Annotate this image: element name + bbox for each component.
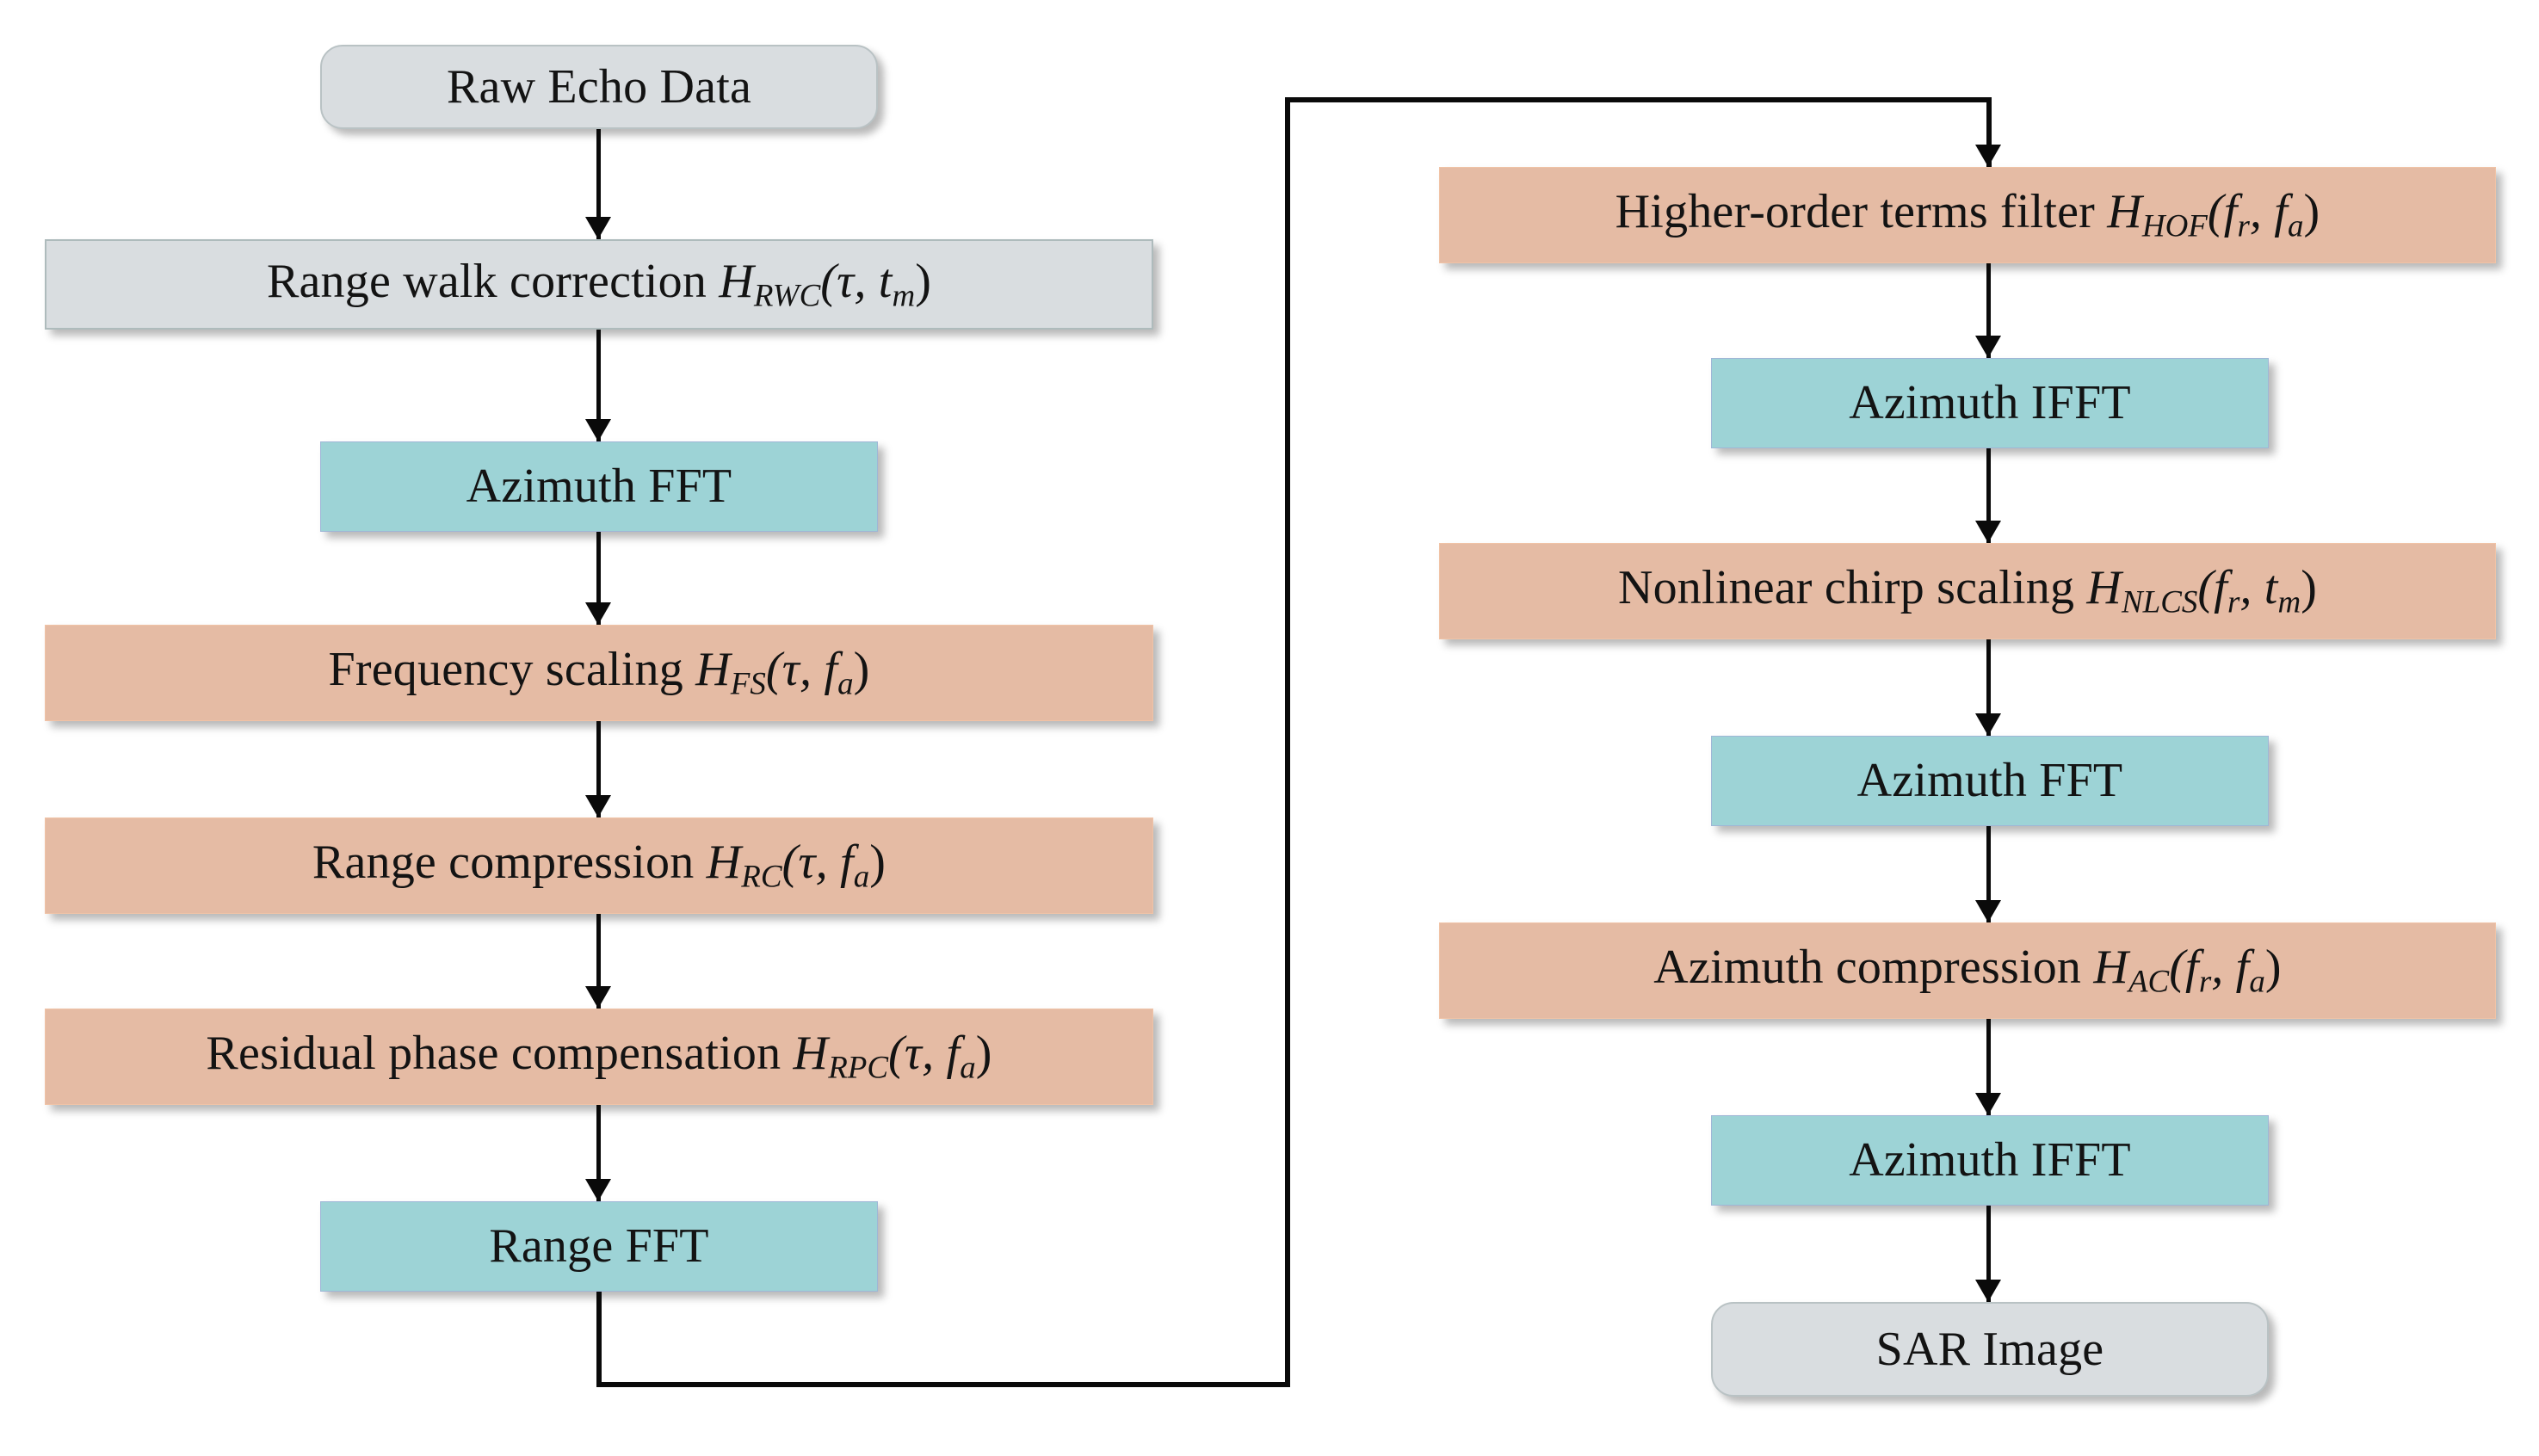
connector-azimuth-fft2-to-azimuth-compression (1986, 826, 1991, 922)
node-range-compression-label: Range compression HRC(τ, fa) (312, 836, 886, 894)
node-azimuth-fft-2[interactable]: Azimuth FFT (1711, 736, 2269, 826)
connector-frequency-scaling-to-range-compression (596, 721, 601, 817)
connector-azimuth-ifft2-to-sar-image (1986, 1206, 1991, 1302)
arrowhead-sar-image (1975, 1280, 2001, 1302)
arrowhead-range-walk (585, 217, 611, 239)
node-azimuth-fft-2-label: Azimuth FFT (1856, 754, 2123, 808)
connector-azimuth-compression-to-azimuth-ifft2 (1986, 1019, 1991, 1115)
node-higher-order-terms-filter-label: Higher-order terms filter HHOF(fr, fa) (1615, 185, 2320, 244)
connector-azimuth-ifft1-to-nlcs (1986, 448, 1991, 543)
connector-hof-to-azimuth-ifft1 (1986, 263, 1991, 358)
node-residual-phase-compensation[interactable]: Residual phase compensation HRPC(τ, fa) (45, 1009, 1153, 1105)
node-range-compression[interactable]: Range compression HRC(τ, fa) (45, 817, 1153, 914)
node-raw-echo-data-label: Raw Echo Data (446, 59, 752, 114)
arrowhead-azimuth-ifft2 (1975, 1093, 2001, 1115)
loop-segment-bottom-horizontal (596, 1382, 1290, 1387)
node-sar-image[interactable]: SAR Image (1711, 1302, 2269, 1397)
connector-range-walk-to-azimuth-fft1 (596, 330, 601, 441)
node-azimuth-ifft-2-label: Azimuth IFFT (1849, 1133, 2131, 1188)
node-azimuth-ifft-2[interactable]: Azimuth IFFT (1711, 1115, 2269, 1206)
node-range-fft-label: Range FFT (489, 1219, 709, 1274)
arrowhead-residual-phase (585, 986, 611, 1009)
node-azimuth-compression[interactable]: Azimuth compression HAC(fr, fa) (1439, 922, 2496, 1019)
loop-segment-top-horizontal (1285, 97, 1992, 102)
connector-residual-phase-to-range-fft (596, 1105, 601, 1201)
node-frequency-scaling[interactable]: Frequency scaling HFS(τ, fa) (45, 625, 1153, 721)
node-residual-phase-compensation-label: Residual phase compensation HRPC(τ, fa) (206, 1027, 992, 1085)
node-nonlinear-chirp-scaling[interactable]: Nonlinear chirp scaling HNLCS(fr, tm) (1439, 543, 2496, 639)
arrowhead-nlcs (1975, 521, 2001, 543)
node-range-walk-correction[interactable]: Range walk correction HRWC(τ, tm) (45, 239, 1153, 330)
connector-raw-echo-to-range-walk (596, 129, 601, 239)
arrowhead-hof-entry (1975, 145, 2001, 167)
arrowhead-range-compression (585, 795, 611, 817)
arrowhead-azimuth-fft2 (1975, 713, 2001, 736)
node-raw-echo-data[interactable]: Raw Echo Data (320, 45, 878, 129)
node-azimuth-fft-1-label: Azimuth FFT (466, 460, 732, 514)
node-azimuth-compression-label: Azimuth compression HAC(fr, fa) (1653, 941, 2282, 999)
node-azimuth-ifft-1-label: Azimuth IFFT (1849, 376, 2131, 430)
node-sar-image-label: SAR Image (1875, 1322, 2104, 1376)
connector-nlcs-to-azimuth-fft2 (1986, 639, 1991, 736)
node-azimuth-fft-1[interactable]: Azimuth FFT (320, 441, 878, 532)
loop-segment-right-riser (1285, 97, 1290, 1387)
loop-segment-down-from-range-fft (596, 1292, 602, 1387)
node-azimuth-ifft-1[interactable]: Azimuth IFFT (1711, 358, 2269, 448)
arrowhead-frequency-scaling (585, 602, 611, 625)
node-higher-order-terms-filter[interactable]: Higher-order terms filter HHOF(fr, fa) (1439, 167, 2496, 263)
node-range-fft[interactable]: Range FFT (320, 1201, 878, 1292)
node-frequency-scaling-label: Frequency scaling HFS(τ, fa) (328, 643, 870, 701)
arrowhead-range-fft (585, 1179, 611, 1201)
arrowhead-azimuth-ifft1 (1975, 336, 2001, 358)
arrowhead-azimuth-compression (1975, 900, 2001, 922)
connector-range-compression-to-residual-phase (596, 914, 601, 1009)
connector-azimuth-fft1-to-frequency-scaling (596, 532, 601, 625)
node-range-walk-correction-label: Range walk correction HRWC(τ, tm) (266, 254, 932, 313)
node-nonlinear-chirp-scaling-label: Nonlinear chirp scaling HNLCS(fr, tm) (1617, 561, 2318, 620)
arrowhead-azimuth-fft1 (585, 419, 611, 441)
loop-segment-down-into-hof (1986, 97, 1992, 167)
